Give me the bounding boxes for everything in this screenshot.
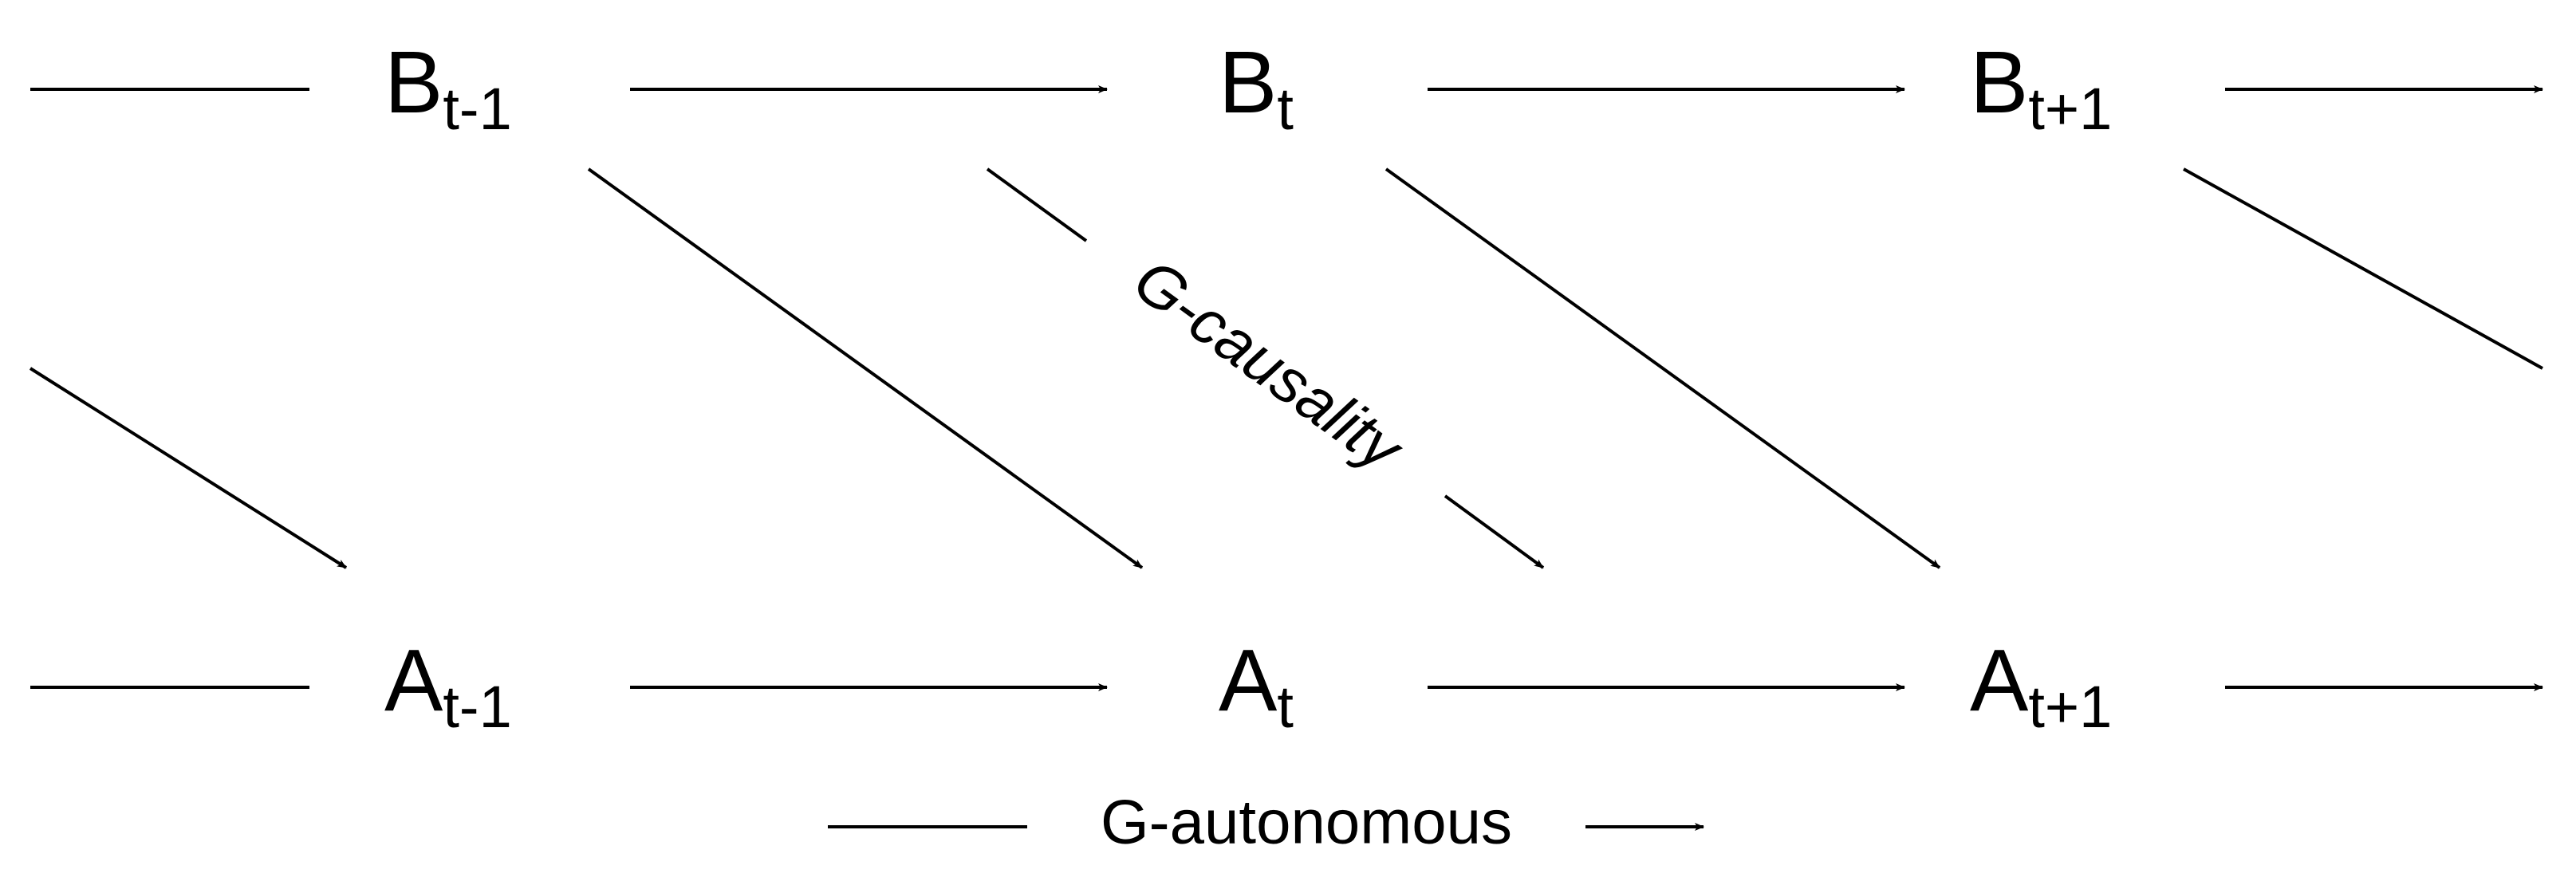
- node-a-prev-subscript: t-1: [443, 674, 511, 740]
- node-a-next-base: A: [1970, 631, 2029, 730]
- node-a-curr: At: [1219, 631, 1294, 739]
- node-b-prev-subscript: t-1: [443, 76, 511, 142]
- node-a-curr-subscript: t: [1277, 674, 1294, 740]
- node-a-curr-base: A: [1219, 631, 1278, 730]
- node-b-curr-base: B: [1219, 33, 1277, 132]
- edge-b-prev-to-a-curr: [587, 167, 1144, 569]
- edge-b-next-outgoing-diagonal: [2183, 167, 2543, 370]
- node-b-curr-subscript: t: [1277, 76, 1294, 142]
- edge-b-curr-to-a-curr-causality-upper: [986, 167, 1088, 242]
- node-a-prev-base: A: [384, 631, 443, 730]
- node-b-next-subscript: t+1: [2028, 76, 2112, 142]
- node-a-next: At+1: [1970, 631, 2112, 739]
- node-b-prev: Bt-1: [384, 33, 512, 141]
- node-a-next-subscript: t+1: [2028, 674, 2112, 740]
- node-a-prev: At-1: [384, 631, 512, 739]
- node-b-curr: Bt: [1219, 33, 1294, 141]
- label-g-autonomous: G-autonomous: [1101, 787, 1512, 857]
- edge-b-curr-to-a-curr-causality-lower: [1444, 494, 1545, 569]
- label-g-causality: G-causality: [1121, 245, 1417, 486]
- node-b-next-base: B: [1970, 33, 2028, 132]
- node-b-prev-base: B: [384, 33, 443, 132]
- edge-incoming-to-a-prev: [29, 367, 348, 569]
- node-b-next: Bt+1: [1970, 33, 2112, 141]
- edge-b-curr-to-a-next: [1385, 167, 1941, 569]
